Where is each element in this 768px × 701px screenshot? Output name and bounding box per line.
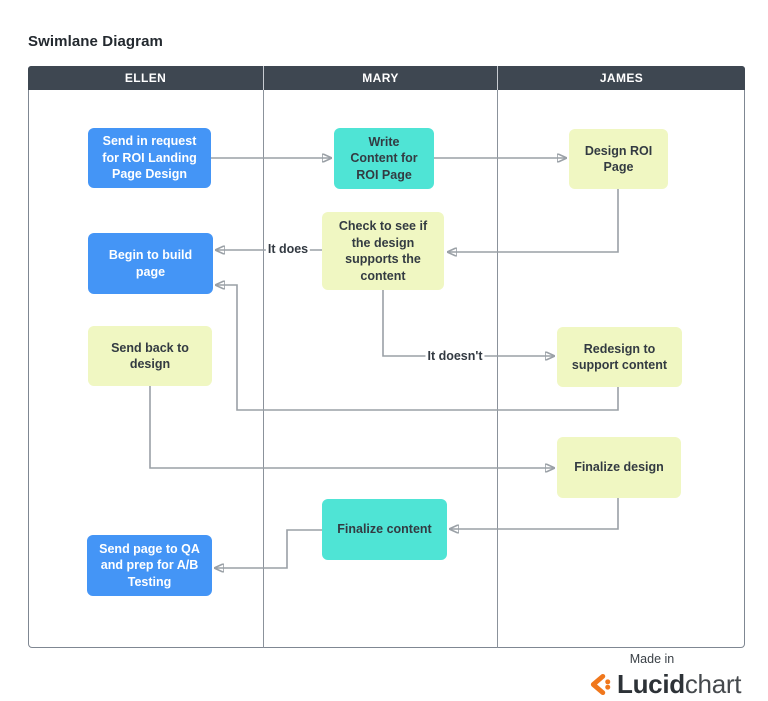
node-write-content: Write Content for ROI Page [334, 128, 434, 189]
lane-header-ellen: ELLEN [124, 71, 167, 85]
node-finalize-design: Finalize design [557, 437, 681, 498]
lane-header-mary: MARY [263, 66, 497, 90]
brand-bold-text: Lucid [617, 669, 685, 699]
node-begin-build-page: Begin to build page [88, 233, 213, 294]
node-send-request: Send in request for ROI Landing Page Des… [88, 128, 211, 188]
edge-label-check-to-redesign: It doesn't [425, 349, 485, 363]
node-check-design: Check to see if the design supports the … [322, 212, 444, 290]
node-finalize-content: Finalize content [322, 499, 447, 560]
brand-light-text: chart [684, 669, 742, 699]
lane-divider-ellen-mary [263, 90, 264, 648]
node-send-back: Send back to design [88, 326, 212, 386]
made-in-label: Made in [629, 652, 675, 666]
lucidchart-wordmark: Lucidchart [617, 671, 741, 697]
swimlane-header-bar: ELLEN MARY JAMES [28, 66, 745, 90]
lane-divider-mary-james [497, 90, 498, 648]
lane-header-james: JAMES [497, 66, 745, 90]
page-title: Swimlane Diagram [28, 33, 163, 50]
node-send-to-qa: Send page to QA and prep for A/B Testing [87, 535, 212, 596]
lucidchart-logo[interactable]: Lucidchart [588, 671, 741, 697]
node-design-roi-page: Design ROI Page [569, 129, 668, 189]
node-redesign: Redesign to support content [557, 327, 682, 387]
lucidchart-icon [590, 673, 611, 695]
edge-label-check-to-build: It does [265, 242, 311, 256]
